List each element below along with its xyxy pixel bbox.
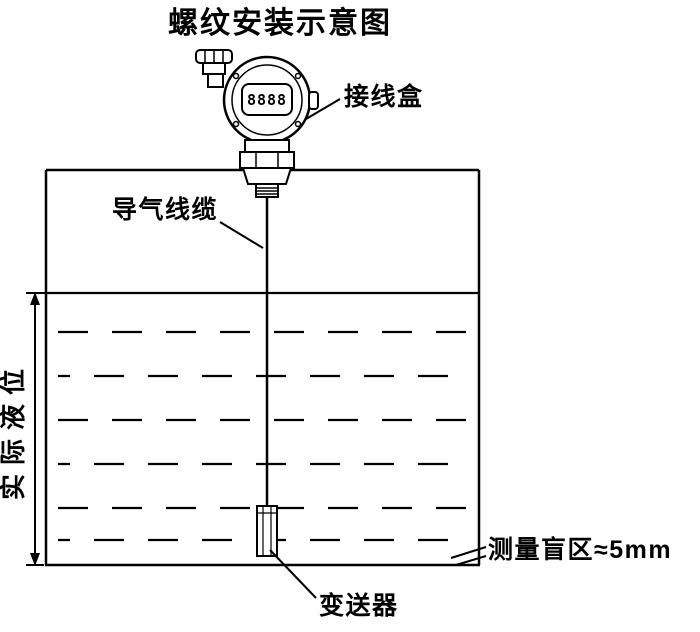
dimension-arrow-up	[30, 292, 40, 305]
diagram-title: 螺纹安装示意图	[168, 6, 392, 40]
bezel-bolt	[232, 120, 240, 128]
transmitter-label: 变送器	[319, 591, 399, 620]
leader-lines	[219, 98, 487, 599]
liquid	[46, 291, 479, 542]
transmitter-head: 8888	[195, 49, 319, 198]
bezel-bolt	[294, 120, 302, 128]
transmitter-leader	[269, 549, 317, 599]
cable-gland-neck	[207, 73, 224, 88]
blind-zone-leader	[455, 555, 487, 566]
air-cable-leader	[219, 221, 264, 249]
blind-zone-leader	[450, 546, 487, 559]
actual-level-label: 实际液位	[0, 360, 28, 500]
blind-zone-label: 测量盲区≈5mm	[488, 535, 672, 564]
junction-box-label: 接线盒	[344, 82, 424, 111]
probe-body	[256, 505, 278, 557]
neck-collar	[244, 139, 290, 153]
hex-nut	[241, 167, 293, 185]
air-cable-label: 导气线缆	[112, 195, 218, 224]
neck-block	[239, 151, 295, 169]
side-plug	[308, 91, 319, 110]
bezel-bolt	[232, 72, 240, 80]
bezel-bolt	[294, 72, 302, 80]
display-digits: 8888	[247, 91, 287, 109]
junction-box-leader	[305, 98, 341, 120]
display-window	[241, 83, 293, 116]
level-dimension	[26, 292, 45, 566]
probe	[256, 505, 278, 557]
dimension-arrow-down	[30, 553, 40, 566]
cable-gland-body	[202, 62, 226, 75]
